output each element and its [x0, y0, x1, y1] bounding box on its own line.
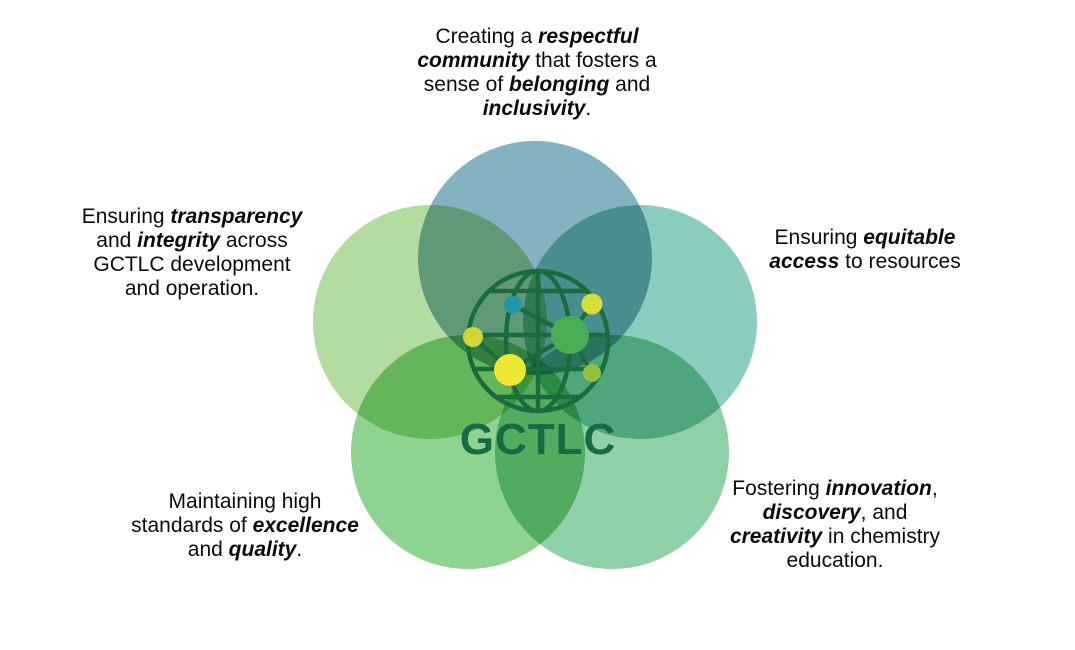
node-dot-yellow-small: [463, 327, 483, 347]
node-dot-teal: [504, 296, 522, 314]
node-dot-olive: [583, 364, 601, 382]
node-dot-green: [551, 316, 589, 354]
venn-circles: [313, 141, 757, 569]
logo-text: GCTLC: [460, 415, 617, 464]
label-line: and operation.: [124, 277, 260, 300]
label-line: Creating a respectful: [435, 25, 639, 48]
label-line: GCTLC development: [93, 253, 291, 276]
label-line: Fostering innovation,: [732, 477, 938, 500]
label-line: creativity in chemistry: [729, 525, 941, 548]
label-line: and quality.: [187, 538, 303, 561]
label-line: inclusivity.: [482, 97, 592, 120]
node-dot-yellow-green: [581, 293, 603, 315]
node-dot-yellow-big: [494, 354, 526, 386]
network-dots: [463, 293, 603, 386]
venn-circle-innovation: [495, 335, 729, 569]
label-line: standards of excellence: [131, 514, 359, 537]
label-line: education.: [786, 549, 884, 572]
label-line: Ensuring transparency: [81, 205, 303, 228]
label-line: Maintaining high: [168, 490, 322, 513]
label-line: sense of belonging and: [423, 73, 651, 96]
label-line: discovery, and: [762, 501, 908, 524]
label-line: access to resources: [769, 250, 961, 273]
label-line: Ensuring equitable: [774, 226, 956, 249]
label-line: and integrity across: [96, 229, 288, 252]
label-line: community that fosters a: [417, 49, 657, 72]
